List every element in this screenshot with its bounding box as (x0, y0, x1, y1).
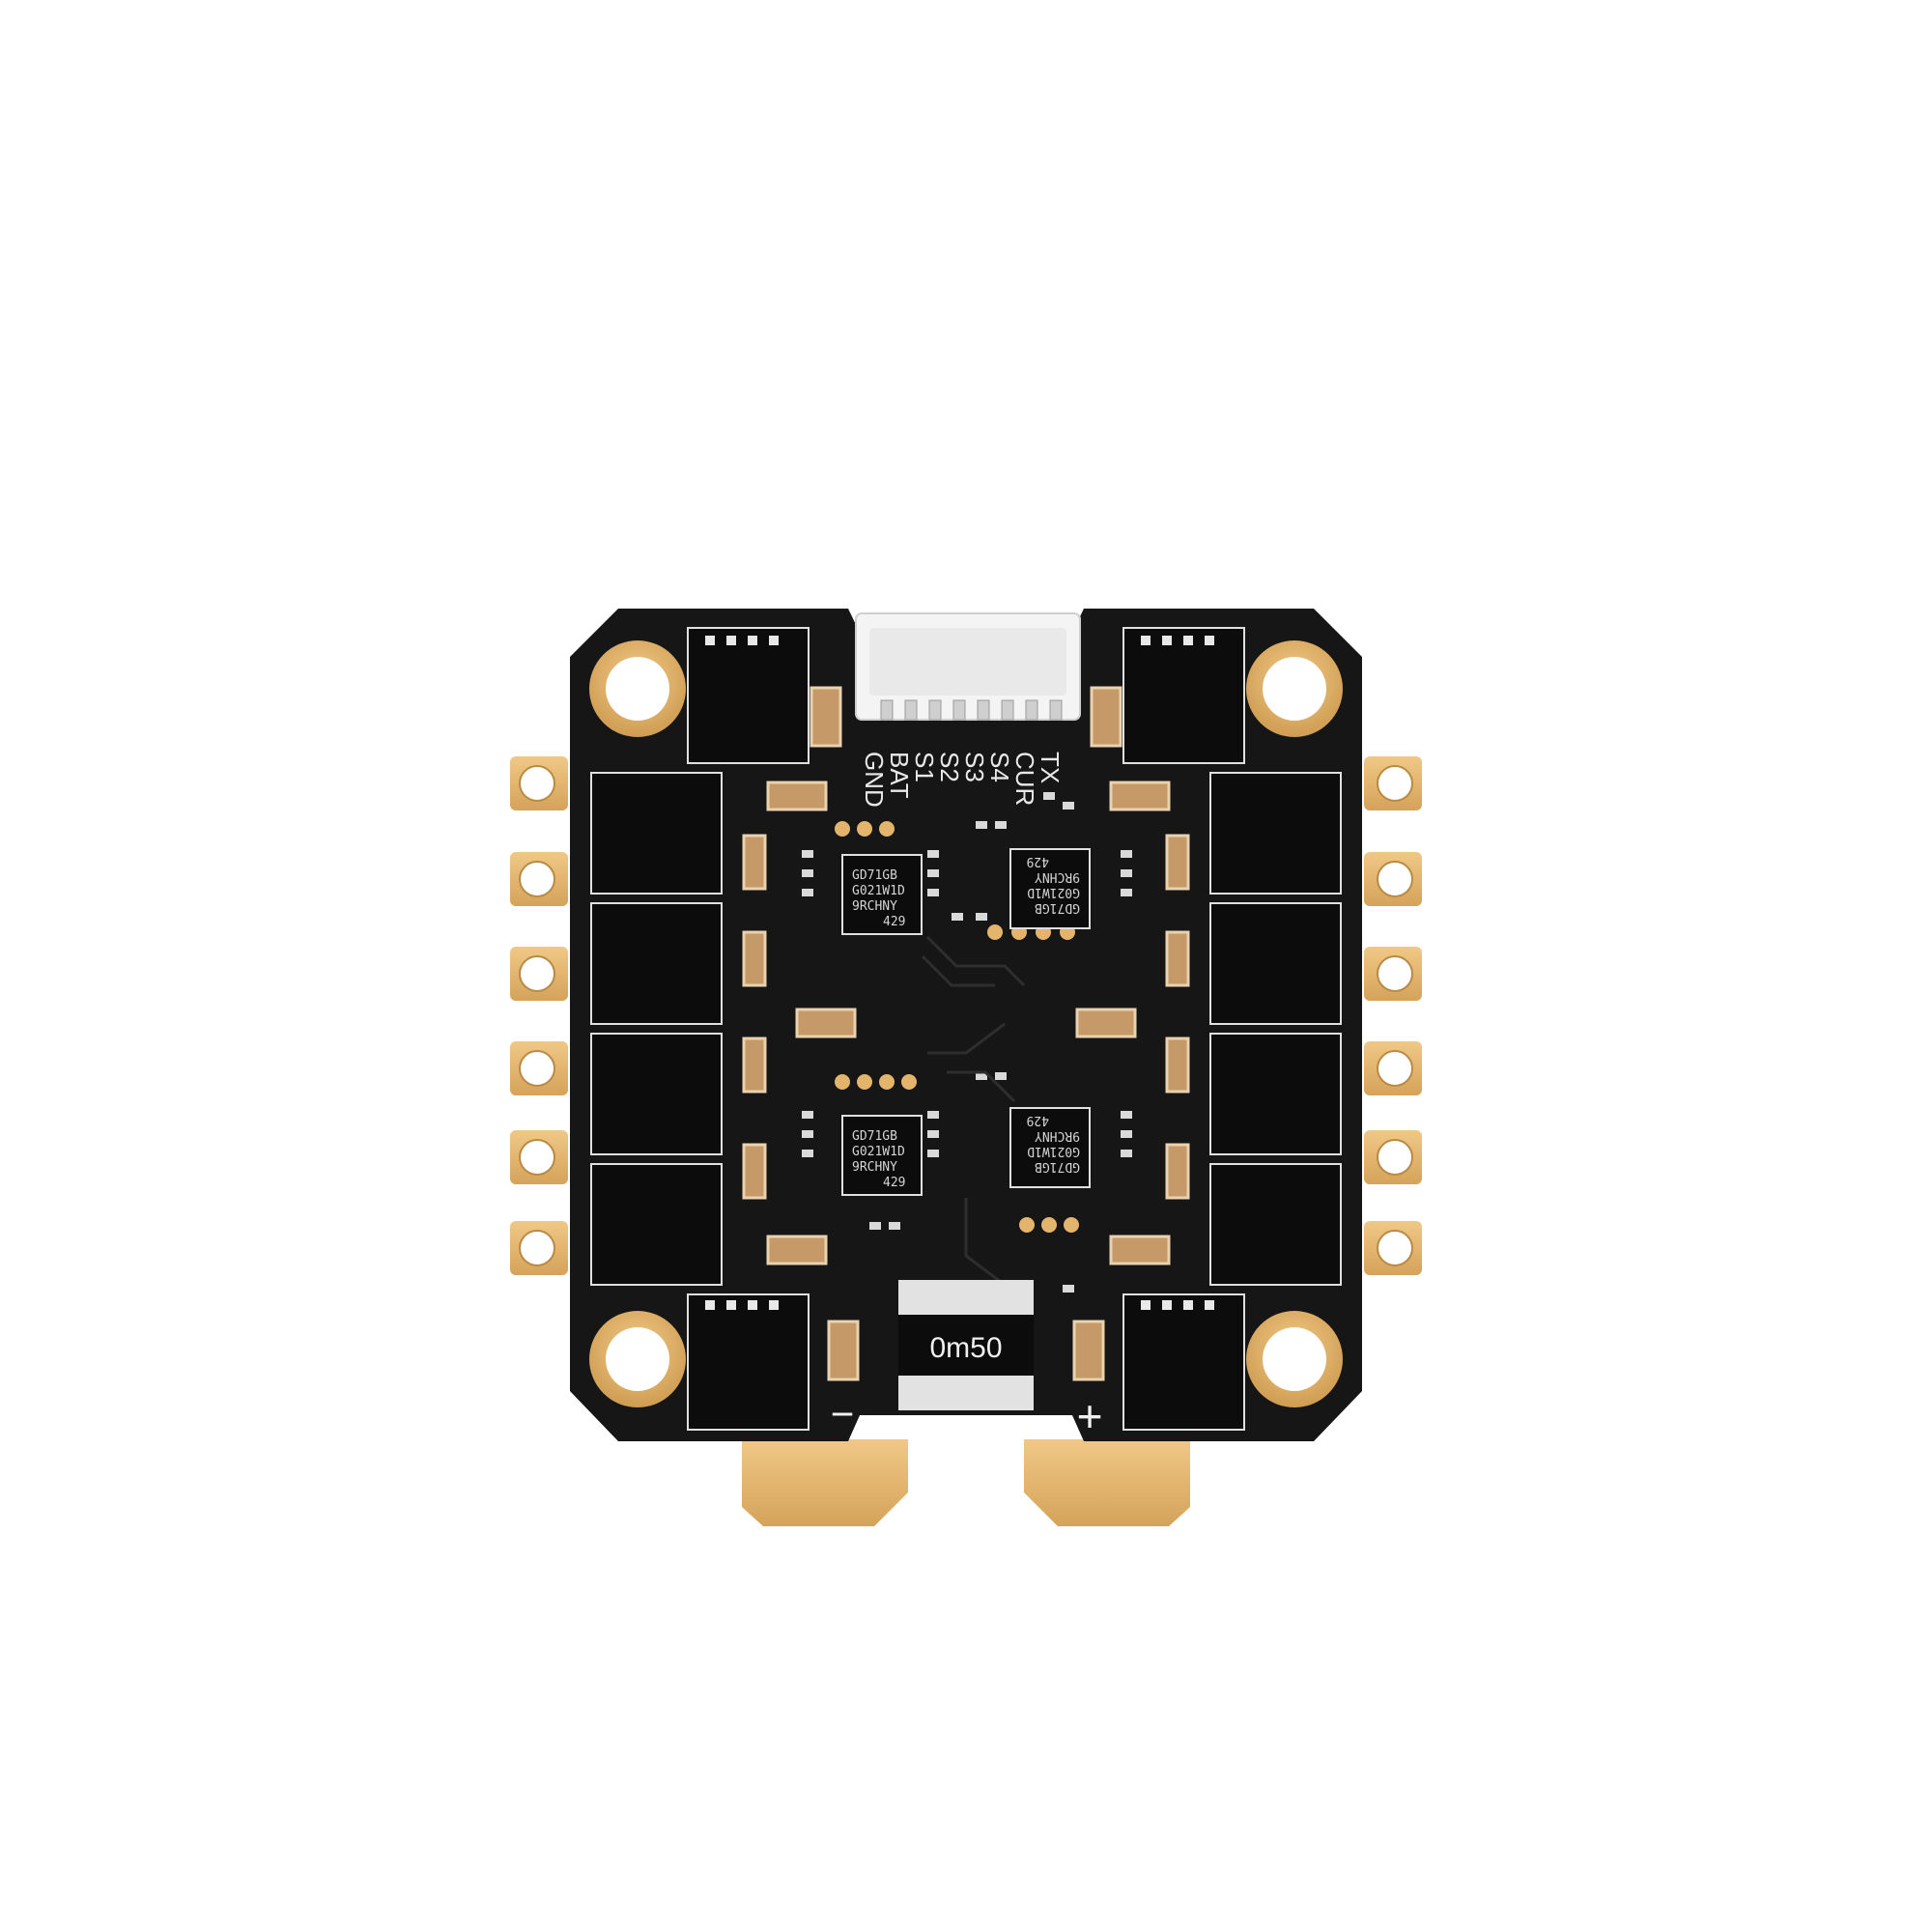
label-s2: S2 (935, 752, 964, 782)
label-s3: S3 (960, 752, 989, 782)
label-s1: S1 (910, 752, 939, 782)
esc-chip: GD71GB G021W1D 9RCHNY 429 (841, 854, 923, 935)
capacitor (742, 1037, 767, 1094)
capacitor (742, 1143, 767, 1200)
motor-pad (1364, 1041, 1422, 1095)
motor-pad (1364, 1130, 1422, 1184)
capacitors (742, 686, 1190, 1381)
capacitor (1165, 930, 1190, 987)
chip-marking: G021W1D (1027, 1144, 1080, 1158)
battery-pads (742, 1439, 1190, 1526)
mosfet (590, 902, 723, 1025)
mosfet (1209, 772, 1342, 895)
pcb-traces (921, 935, 1026, 1287)
label-gnd: GND (860, 752, 889, 808)
current-shunt: 0m50 (898, 1280, 1034, 1410)
mosfet (1209, 1163, 1342, 1286)
left-motor-pads (510, 756, 568, 1275)
mosfet (590, 1163, 723, 1286)
capacitor (795, 1008, 857, 1038)
motor-pad (510, 1130, 568, 1184)
capacitor (1165, 1037, 1190, 1094)
chip-marking: 429 (1027, 854, 1049, 868)
capacitor (810, 686, 842, 748)
right-motor-pads (1364, 756, 1422, 1275)
capacitor (1109, 1235, 1171, 1265)
chip-marking: GD71GB (1035, 1159, 1080, 1174)
chip-marking: G021W1D (852, 884, 905, 898)
negative-polarity-mark: − (831, 1391, 855, 1436)
shunt-label: 0m50 (929, 1332, 1002, 1364)
esc-chip: GD71GB G021W1D 9RCHNY 429 (1009, 1107, 1091, 1188)
mounting-hole (589, 1311, 686, 1407)
mosfet (590, 772, 723, 895)
chip-marking: 9RCHNY (852, 1160, 897, 1175)
label-cur: CUR (1010, 752, 1039, 806)
capacitor (766, 1235, 828, 1265)
capacitor (742, 834, 767, 891)
chip-marking: GD71GB (852, 1129, 897, 1144)
mounting-holes (589, 640, 1343, 1407)
right-mosfet-stack (1209, 772, 1342, 1286)
capacitor (1072, 1320, 1105, 1381)
motor-pad (510, 1221, 568, 1275)
capacitor (742, 930, 767, 987)
label-bat: BAT (885, 752, 914, 799)
small-components (802, 792, 1132, 1293)
chip-marking: G021W1D (1027, 885, 1080, 899)
motor-pad (1364, 852, 1422, 906)
motor-pad (1364, 947, 1422, 1001)
positive-polarity-mark: + (1077, 1391, 1103, 1441)
motor-pad (1364, 1221, 1422, 1275)
esc-chip: GD71GB G021W1D 9RCHNY 429 (841, 1115, 923, 1196)
chip-marking: 9RCHNY (1035, 869, 1080, 884)
motor-pad (510, 947, 568, 1001)
esc-chips: GD71GB G021W1D 9RCHNY 429 GD71GB G021W1D… (841, 848, 1091, 1196)
chip-marking: 429 (883, 1176, 905, 1190)
mosfet-pins (705, 636, 1214, 1310)
left-mosfet-stack (590, 772, 723, 1286)
chip-marking: 429 (1027, 1113, 1049, 1127)
mounting-hole (1246, 640, 1343, 737)
mosfet (687, 1293, 810, 1431)
capacitor (827, 1320, 860, 1381)
jst-connector (855, 612, 1081, 721)
motor-pad (510, 1041, 568, 1095)
mosfet (1209, 1033, 1342, 1155)
mosfet (687, 627, 810, 764)
label-tx: TX (1036, 752, 1065, 783)
label-s4: S4 (985, 752, 1014, 782)
chip-marking: G021W1D (852, 1145, 905, 1159)
capacitor (1165, 834, 1190, 891)
negative-battery-pad (742, 1439, 908, 1526)
chip-marking: 429 (883, 915, 905, 929)
mosfet (1122, 1293, 1245, 1431)
motor-pad (510, 852, 568, 906)
mosfet (590, 1033, 723, 1155)
capacitor (1109, 781, 1171, 811)
mosfet (1122, 627, 1245, 764)
corner-mosfets (687, 627, 1245, 1431)
mosfet (1209, 902, 1342, 1025)
mounting-hole (589, 640, 686, 737)
pcb-board (570, 609, 1362, 1441)
esc-chip: GD71GB G021W1D 9RCHNY 429 (1009, 848, 1091, 929)
capacitor (766, 781, 828, 811)
positive-battery-pad (1024, 1439, 1190, 1526)
capacitor (1090, 686, 1122, 748)
capacitor (1165, 1143, 1190, 1200)
chip-marking: 9RCHNY (1035, 1128, 1080, 1143)
chip-marking: GD71GB (852, 868, 897, 883)
connector-labels: TX CUR S4 S3 S2 S1 BAT GND (860, 752, 1065, 808)
motor-pad (510, 756, 568, 810)
motor-pad (1364, 756, 1422, 810)
capacitor (1075, 1008, 1137, 1038)
chip-marking: GD71GB (1035, 900, 1080, 915)
mounting-hole (1246, 1311, 1343, 1407)
chip-marking: 9RCHNY (852, 899, 897, 914)
